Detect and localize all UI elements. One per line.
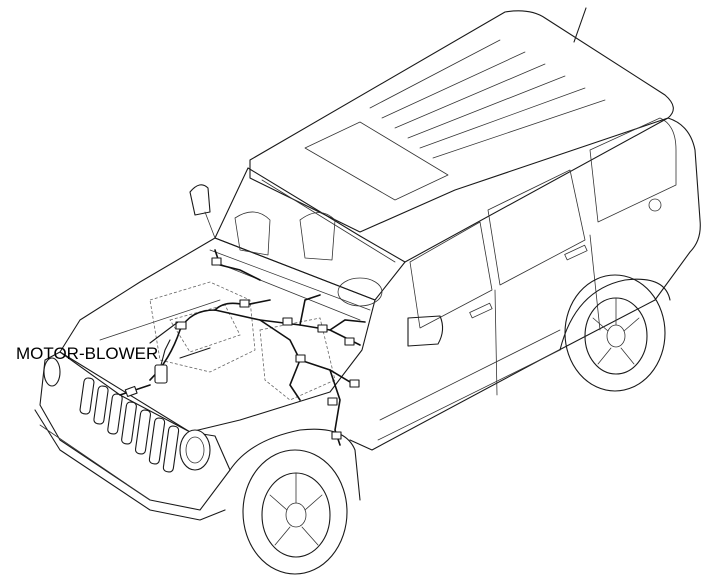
side-mirror <box>407 315 444 347</box>
steering-wheel <box>337 277 383 307</box>
antenna <box>573 7 587 43</box>
headlamp-left <box>43 357 61 387</box>
grille <box>79 377 180 473</box>
headlamp-right <box>179 429 211 471</box>
front-door-window <box>409 221 493 329</box>
windshield <box>214 167 406 301</box>
wiring-harness <box>119 249 366 446</box>
door-handle-front <box>469 302 493 319</box>
front-wheel-arch <box>229 428 361 501</box>
motor-blower-label: MOTOR-BLOWER <box>16 344 159 363</box>
sunroof <box>304 121 449 201</box>
callout-leader-lines <box>149 321 211 359</box>
roof-rails <box>369 39 606 159</box>
rear-wheel <box>564 274 666 392</box>
fuel-door <box>648 198 662 212</box>
body-side <box>349 117 701 451</box>
rear-door-window <box>487 169 586 286</box>
rear-wheel-arch <box>559 278 671 351</box>
front-bumper <box>34 409 226 521</box>
far-side-mirror <box>189 184 211 216</box>
roof <box>249 10 674 233</box>
front-fascia <box>39 351 231 511</box>
hvac-housing-hidden <box>149 281 336 401</box>
motor-blower-component <box>154 339 171 384</box>
front-wheel <box>242 449 348 575</box>
door-handle-rear <box>564 244 588 261</box>
quarter-window <box>589 117 677 223</box>
